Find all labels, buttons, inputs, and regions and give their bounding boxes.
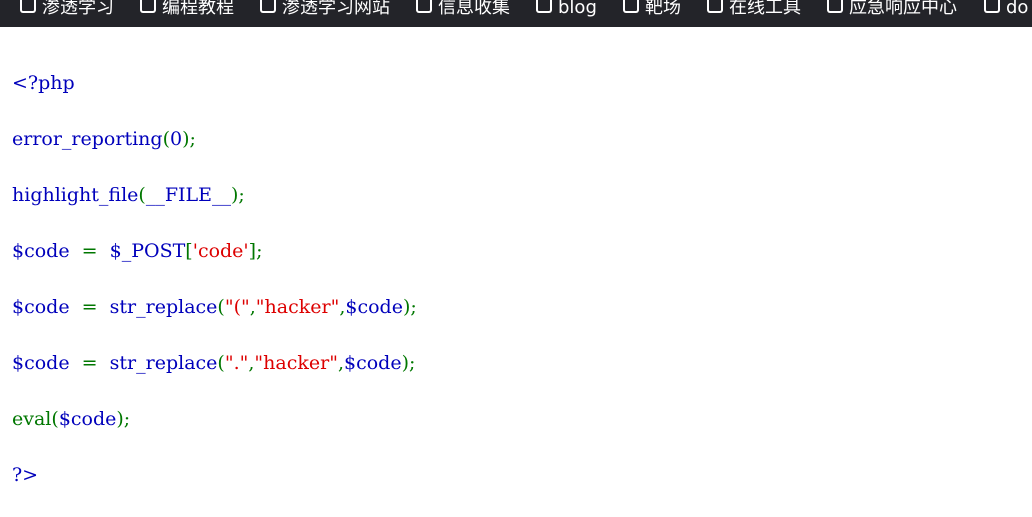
function-name: str_replace: [109, 352, 218, 374]
punctuation: );: [182, 128, 196, 150]
folder-icon: [260, 0, 276, 13]
folder-icon: [416, 0, 432, 13]
punctuation: );: [402, 296, 417, 318]
punctuation: ,: [249, 296, 256, 318]
bookmark-folder[interactable]: 渗透学习: [20, 0, 114, 21]
function-name: highlight_file: [12, 184, 139, 206]
string-literal: "hacker": [255, 296, 340, 318]
punctuation: );: [116, 408, 131, 430]
bookmark-folder[interactable]: do: [984, 0, 1028, 21]
punctuation: [: [185, 240, 193, 262]
variable: $code: [343, 352, 402, 374]
string-literal: "hacker": [254, 352, 338, 374]
bookmark-label: 信息收集: [438, 0, 510, 18]
code-line-2: error_reporting(0);: [12, 125, 417, 153]
function-name: str_replace: [109, 296, 218, 318]
assignment-operator: =: [69, 352, 110, 374]
punctuation: ,: [337, 352, 344, 374]
bookmark-folder[interactable]: 信息收集: [416, 0, 510, 21]
variable: $code: [345, 296, 403, 318]
variable: $code: [12, 352, 70, 374]
code-line-3: highlight_file(__FILE__);: [12, 181, 417, 209]
bookmark-folder[interactable]: 在线工具: [707, 0, 801, 21]
variable: $code: [12, 296, 70, 318]
php-close-tag: ?>: [12, 464, 39, 486]
punctuation: ,: [339, 296, 346, 318]
punctuation: ,: [248, 352, 255, 374]
assignment-operator: =: [69, 296, 110, 318]
string-literal: ".": [224, 352, 249, 374]
code-line-6: $code = str_replace(".","hacker",$code);: [12, 349, 417, 377]
bookmark-label: do: [1006, 0, 1029, 18]
function-name: error_reporting: [12, 128, 163, 150]
argument: __FILE__: [145, 184, 232, 206]
folder-icon: [140, 0, 156, 13]
bookmark-folder[interactable]: 靶场: [623, 0, 681, 21]
bookmark-label: 渗透学习: [42, 0, 114, 18]
bookmark-label: 应急响应中心: [849, 0, 957, 18]
code-line-7: eval($code);: [12, 405, 417, 433]
bookmarks-bar: 渗透学习 编程教程 渗透学习网站 信息收集 blog 靶场 在线工具 应急响应中…: [0, 0, 1032, 27]
assignment-operator: =: [69, 240, 110, 262]
php-open-tag: <?php: [12, 72, 75, 94]
punctuation: (: [51, 408, 59, 430]
superglobal: $_POST: [109, 240, 186, 262]
punctuation: );: [231, 184, 245, 206]
bookmark-folder[interactable]: 应急响应中心: [827, 0, 957, 21]
code-line-5: $code = str_replace("(","hacker",$code);: [12, 293, 417, 321]
bookmark-label: 靶场: [645, 0, 681, 18]
bookmark-label: 在线工具: [729, 0, 801, 18]
punctuation: (: [217, 296, 225, 318]
folder-icon: [707, 0, 723, 13]
folder-icon: [623, 0, 639, 13]
keyword: eval: [12, 408, 52, 430]
bookmark-folder[interactable]: 编程教程: [140, 0, 234, 21]
punctuation: (: [162, 128, 170, 150]
variable: $code: [12, 240, 70, 262]
string-literal: 'code': [192, 240, 249, 262]
bookmark-label: blog: [558, 0, 597, 18]
punctuation: (: [217, 352, 225, 374]
punctuation: (: [138, 184, 146, 206]
punctuation: );: [401, 352, 416, 374]
argument: 0: [169, 128, 183, 150]
variable: $code: [58, 408, 117, 430]
code-line-8: ?>: [12, 461, 417, 489]
bookmark-label: 渗透学习网站: [282, 0, 390, 18]
code-line-1: <?php: [12, 69, 417, 97]
punctuation: ];: [248, 240, 263, 262]
bookmark-folder[interactable]: 渗透学习网站: [260, 0, 390, 21]
code-line-4: $code = $_POST['code'];: [12, 237, 417, 265]
bookmark-label: 编程教程: [162, 0, 234, 18]
string-literal: "(": [224, 296, 250, 318]
php-source-code: <?php error_reporting(0); highlight_file…: [12, 41, 417, 517]
folder-icon: [536, 0, 552, 13]
bookmark-folder[interactable]: blog: [536, 0, 597, 21]
folder-icon: [20, 0, 36, 13]
folder-icon: [984, 0, 1000, 13]
folder-icon: [827, 0, 843, 13]
